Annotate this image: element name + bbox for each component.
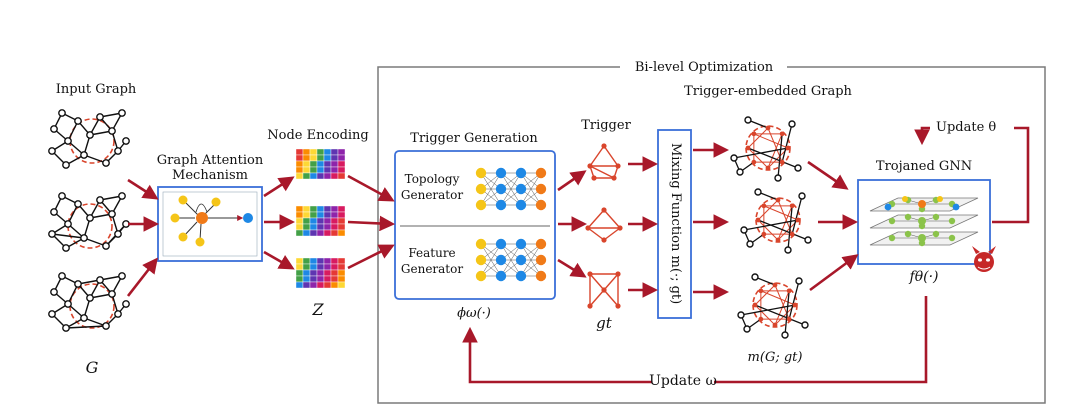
input-graph-3 [48, 272, 130, 332]
topology-label-2: Generator [400, 188, 464, 202]
input-graph-title: Input Graph [55, 82, 137, 97]
topology-label-1: Topology [404, 172, 460, 186]
phi-label: ϕω(·) [457, 306, 491, 321]
bilevel-title: Bi-level Optimization [634, 60, 774, 75]
gnn-layer-nodes [884, 196, 960, 247]
embedded-graph-3 [737, 273, 809, 339]
trigger-graph-2 [585, 207, 623, 243]
node-encoding-title: Node Encoding [267, 128, 369, 143]
flow-arrows [126, 126, 1030, 384]
topology-generator-network [475, 167, 547, 211]
devil-icon [972, 246, 996, 272]
embedded-graph-1 [730, 116, 802, 182]
trigger-embedded-title: Trigger-embedded Graph [684, 84, 852, 99]
mg-label: m(G; gt) [747, 350, 803, 365]
gt-label: gt [596, 314, 612, 332]
f-label: fθ(·) [909, 269, 939, 285]
feature-generator-network [475, 238, 547, 282]
update-omega-label: Update ω [649, 373, 717, 389]
input-graph-2 [48, 192, 130, 252]
trigger-generation-box [394, 150, 556, 300]
graph-attention-box [157, 186, 263, 262]
gam-title-line2: Mechanism [172, 168, 248, 183]
node-encoding-heatmap-1 [295, 148, 346, 180]
mixing-function-label: Mixing Function m(·; gt) [668, 143, 683, 305]
gam-title-line1: Graph Attention [156, 153, 264, 168]
trigger-graph-3 [587, 271, 621, 309]
trigger-title: Trigger [581, 118, 631, 133]
trigger-generation-title: Trigger Generation [410, 131, 538, 146]
feature-label-1: Feature [408, 246, 456, 260]
embedded-graph-2 [740, 188, 812, 254]
input-graph-1 [48, 109, 130, 169]
node-encoding-heatmap-3 [295, 257, 346, 289]
node-encoding-heatmap-2 [295, 205, 346, 237]
g-label: G [85, 358, 99, 377]
trigger-graph-1 [587, 143, 621, 181]
trojaned-gnn-title: Trojaned GNN [875, 159, 973, 174]
feature-label-2: Generator [400, 262, 464, 276]
update-theta-label: Update θ [936, 120, 997, 135]
bilevel-frame [377, 66, 1046, 404]
z-label: Z [312, 300, 324, 319]
